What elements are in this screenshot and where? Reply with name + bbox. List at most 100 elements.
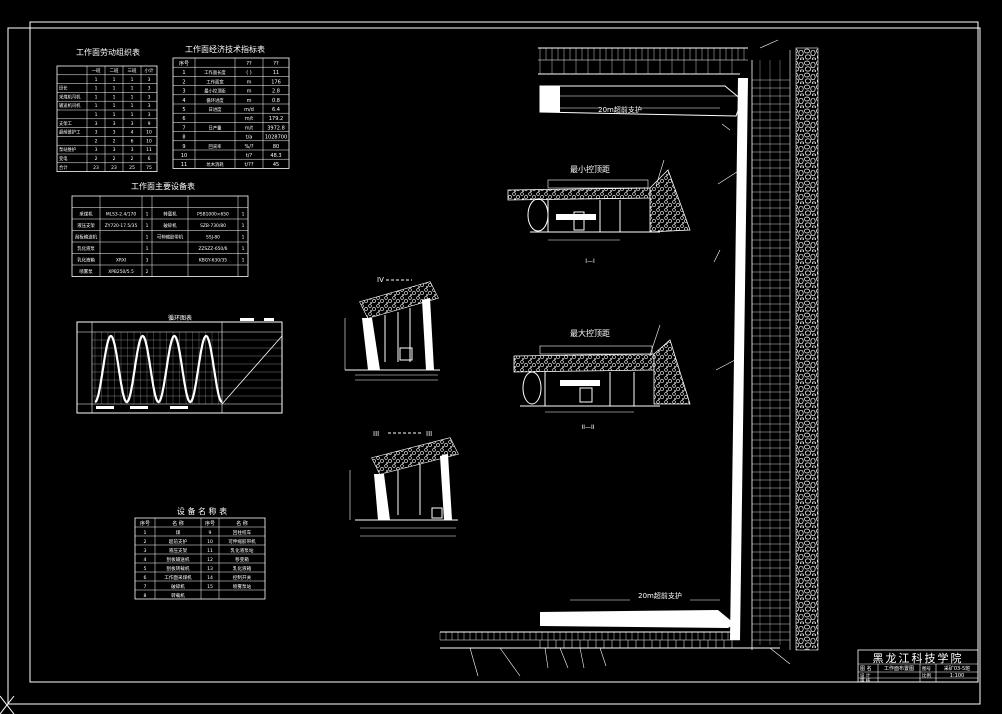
tech-cell-value: 11 [273, 70, 279, 76]
tech-cell-no: 7 [182, 125, 185, 131]
equip-cell-qty2: 1 [242, 235, 245, 241]
labor-cell: 2 [131, 156, 134, 162]
section-iv-drawing: IV [344, 276, 440, 381]
tech-cell-no: 5 [182, 107, 185, 113]
device-cell-name2: 控制开关 [233, 574, 252, 581]
labor-cell: 3 [148, 77, 151, 83]
tech-cell-unit: m [247, 89, 252, 95]
device-cell-no2: 11 [207, 548, 213, 554]
tech-cell-name: 最小控顶距 [204, 88, 226, 95]
labor-cell: 3 [113, 130, 116, 136]
tech-cell-no: 11 [181, 162, 187, 168]
labor-cell: 10 [146, 130, 152, 136]
labor-col-header: 一班 [92, 67, 101, 74]
device-cell-name2: 乳化液泵站 [231, 547, 254, 554]
section-i-label: I—I [585, 258, 595, 265]
equip-cell-name2: 可伸缩胶带机 [157, 234, 184, 241]
tech-cell-value: 80 [273, 144, 279, 150]
equip-cell-qty2: 1 [242, 223, 245, 229]
labor-col-header: 小计 [145, 67, 154, 74]
drawing-no-label: 图号 [922, 666, 931, 672]
equip-cell-model2: SSJ-80 [206, 235, 220, 241]
labor-cell: 3 [95, 130, 98, 136]
max-control-section: 最大控顶距 II—II [513, 328, 691, 431]
tech-cell-unit: t/?? [245, 162, 254, 168]
equip-cell-qty2: 1 [242, 258, 245, 264]
device-cell-no1: 2 [144, 539, 147, 545]
tech-cell-unit: m/t [245, 125, 254, 131]
equip-cell-qty: 3 [146, 258, 149, 264]
tech-cell-name: 工作面宽 [206, 78, 224, 85]
equip-cell-model2: SZB-730/80 [200, 223, 226, 229]
checker-label: 审 核 [860, 677, 871, 684]
device-cell-name1: 刮板输送机 [167, 556, 190, 563]
equip-cell-model: XPB250/5.5 [108, 269, 134, 275]
tech-cell-name: 坑木消耗 [206, 161, 224, 168]
labor-col-header: 三班 [128, 67, 137, 74]
labor-row-label: 变电 [59, 155, 68, 162]
labor-cell: 75 [146, 165, 152, 171]
device-cell-no1: 4 [144, 557, 147, 563]
tech-cell-no: 3 [182, 89, 185, 95]
labor-cell: 1 [113, 103, 116, 109]
labor-cell: 1 [131, 103, 134, 109]
labor-col-header: 二班 [110, 67, 119, 74]
tech-cell-unit: m/d [244, 107, 254, 113]
tech-cell-value: 176 [271, 79, 281, 85]
top-road-ticks [539, 48, 745, 74]
device-cell-no2: 9 [209, 530, 212, 536]
drawing-name: 工作面布置图 [884, 665, 914, 672]
device-col-header: 名 称 [172, 520, 184, 527]
labor-cell: 3 [131, 121, 134, 127]
labor-cell: 25 [129, 165, 135, 171]
tech-cell-unit: ( ) [246, 70, 252, 76]
device-cell-no2: 12 [207, 557, 213, 563]
tech-cell-no: 6 [182, 116, 185, 122]
labor-cell: 2 [95, 138, 98, 144]
labor-cell: 1 [131, 112, 134, 118]
tech-cell-value: 3972.8 [267, 125, 285, 131]
labor-cell: 1 [95, 77, 98, 83]
labor-row-label: 支架工 [59, 120, 73, 127]
tech-cell-value: 48.3 [270, 153, 281, 159]
labor-row-label: 合计 [59, 164, 68, 171]
equip-cell-name: 采煤机 [79, 211, 93, 218]
device-col-header: 序号 [205, 520, 215, 527]
labor-cell: 1 [113, 77, 116, 83]
labor-cell: 1 [131, 77, 134, 83]
device-cell-no2: 14 [207, 575, 213, 581]
labor-cell: 3 [95, 147, 98, 153]
device-cell-name2: 喷雾泵站 [233, 583, 252, 590]
device-cell-no2: 13 [207, 566, 213, 572]
labor-row-label: 泵站维护 [59, 146, 76, 153]
device-cell-no1: 3 [144, 548, 147, 554]
equip-cell-qty2: 1 [242, 246, 245, 252]
tech-cell-name: 回采率 [209, 143, 223, 150]
labor-cell: 23 [93, 165, 99, 171]
device-cell-name1: 刮板转载机 [167, 565, 190, 572]
labor-row-label: 超前维护工 [59, 129, 81, 136]
labor-cell: 3 [113, 147, 116, 153]
device-cell-no2: 15 [207, 584, 213, 590]
labor-table-title: 工作面劳动组织表 [76, 47, 140, 57]
drawing-name-label: 图 名 [860, 665, 872, 672]
tech-cell-no: 8 [182, 135, 185, 141]
school-name: 黑龙江科技学院 [873, 651, 964, 665]
equip-cell-qty2: 1 [242, 212, 245, 218]
goaf-area [795, 47, 819, 651]
device-table-title: 设 备 名 称 表 [177, 506, 227, 516]
equip-cell-model: MLS3-2.4/170 [106, 212, 136, 218]
labor-cell: 1 [113, 86, 116, 92]
tech-cell-unit: t/? [246, 153, 253, 159]
cycle-chart-title: 循环图表 [168, 314, 192, 322]
device-cell-no1: 7 [144, 584, 147, 590]
labor-row-label: 输送机司机 [59, 102, 81, 109]
device-cell-name2: 乳化液箱 [233, 565, 252, 572]
labor-cell: 3 [148, 103, 151, 109]
equip-cell-name2: 破碎机 [163, 222, 177, 229]
